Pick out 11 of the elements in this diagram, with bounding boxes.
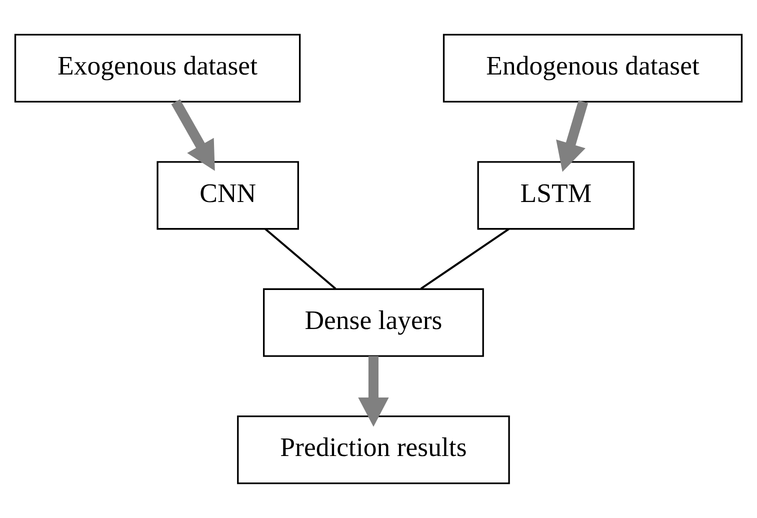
node-box: Exogenous dataset <box>14 34 301 102</box>
node-box: CNN <box>156 161 299 230</box>
arrow <box>556 100 588 172</box>
connector <box>420 228 510 290</box>
node-box: LSTM <box>477 161 635 230</box>
node-box: Dense layers <box>263 288 484 357</box>
arrow <box>171 99 215 171</box>
node-box: Prediction results <box>237 416 510 484</box>
node-box: Endogenous dataset <box>442 34 743 102</box>
arrow <box>358 356 389 427</box>
connector <box>264 228 336 290</box>
